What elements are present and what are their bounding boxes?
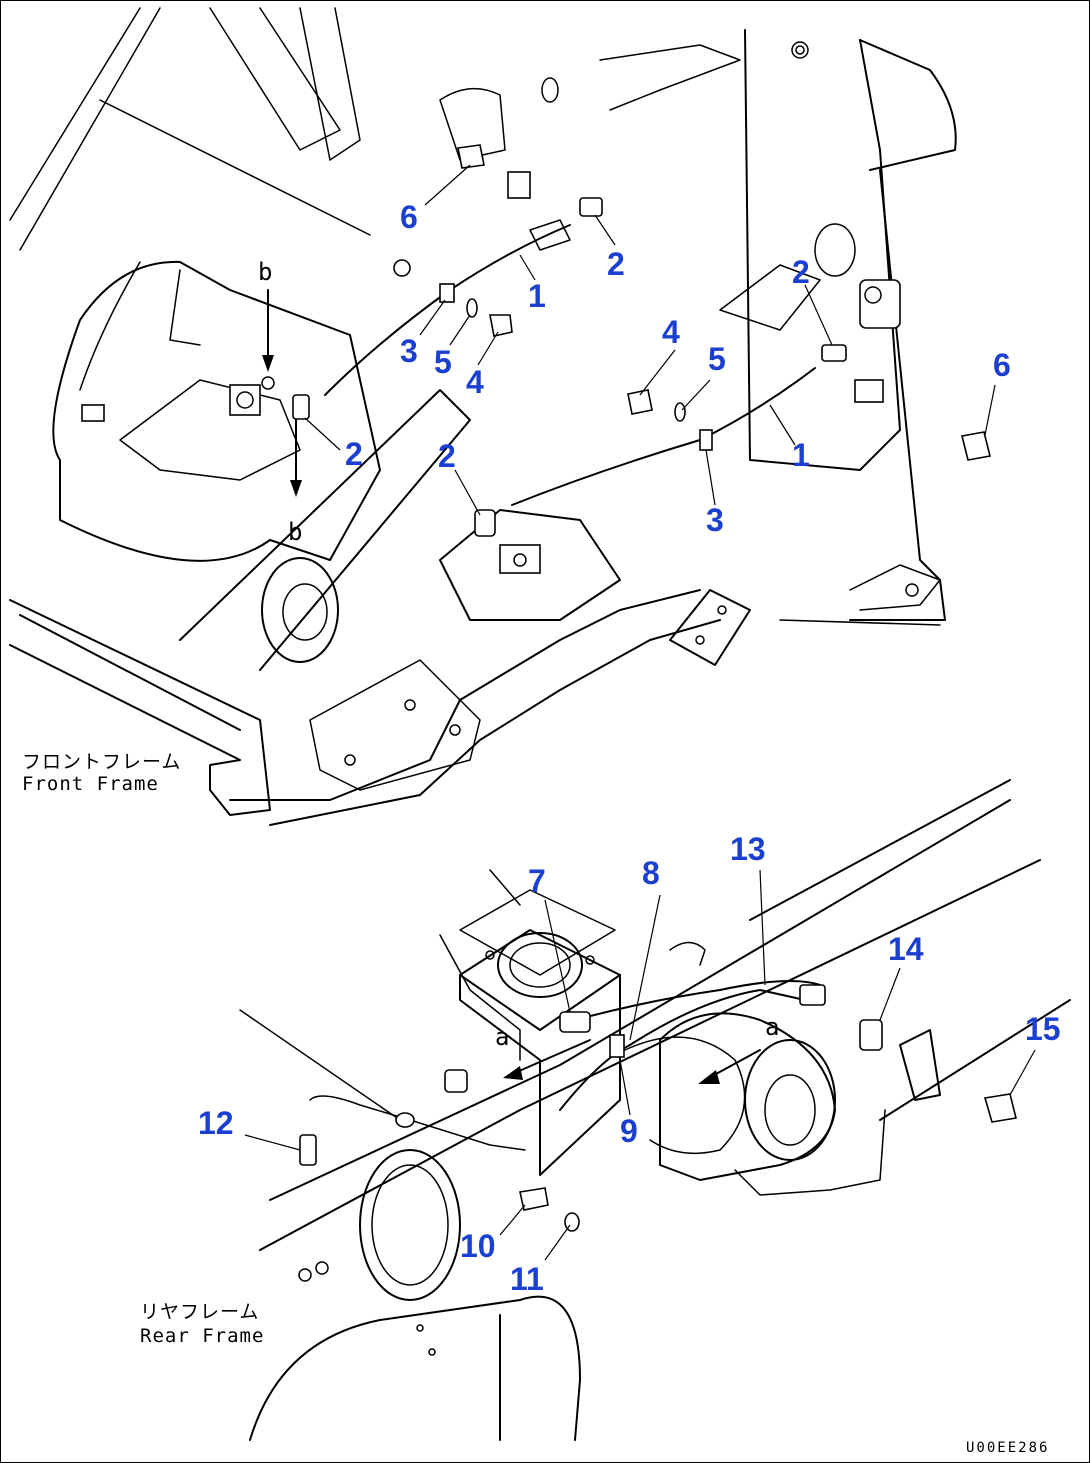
callout-2: 2 <box>345 436 363 472</box>
callout-10: 10 <box>460 1228 496 1264</box>
callout-11: 11 <box>510 1261 544 1297</box>
callout-1: 1 <box>792 437 810 473</box>
callout-12: 12 <box>198 1105 234 1141</box>
front-frame-label-en: Front Frame <box>22 773 159 795</box>
callout-1: 1 <box>528 278 546 314</box>
drawing-code: U00EE286 <box>966 1440 1049 1456</box>
view-mark-b-top: b <box>258 258 272 286</box>
callout-5: 5 <box>434 344 452 380</box>
callout-2: 2 <box>438 438 456 474</box>
rear-frame-drawing: a a リヤフレーム Rear Frame <box>140 779 1071 1441</box>
callout-4: 4 <box>466 364 484 400</box>
rear-frame-label-en: Rear Frame <box>140 1325 264 1347</box>
callout-9: 9 <box>620 1113 638 1149</box>
callout-2: 2 <box>792 254 810 290</box>
callout-4: 4 <box>662 314 680 350</box>
view-mark-a-left: a <box>495 1023 509 1051</box>
callout-15: 15 <box>1025 1011 1061 1047</box>
callout-8: 8 <box>642 855 660 891</box>
front-frame-label-jp: フロントフレーム <box>22 751 181 773</box>
callout-5: 5 <box>708 341 726 377</box>
callouts: 6 2 1 3 5 4 2 2 2 4 5 6 1 3 13 7 8 14 15… <box>198 199 1061 1297</box>
callout-2: 2 <box>607 246 625 282</box>
callout-13: 13 <box>730 831 766 867</box>
front-frame-drawing: b b フロントフレーム Front Frame <box>9 7 996 826</box>
view-mark-b-bottom: b <box>288 518 302 546</box>
callout-7: 7 <box>528 863 546 899</box>
callout-3: 3 <box>706 502 724 538</box>
rear-frame-label-jp: リヤフレーム <box>140 1301 259 1323</box>
view-mark-a-right: a <box>765 1013 779 1041</box>
callout-6: 6 <box>993 347 1011 383</box>
callout-14: 14 <box>888 931 924 967</box>
callout-3: 3 <box>400 333 418 369</box>
callout-6: 6 <box>400 199 418 235</box>
